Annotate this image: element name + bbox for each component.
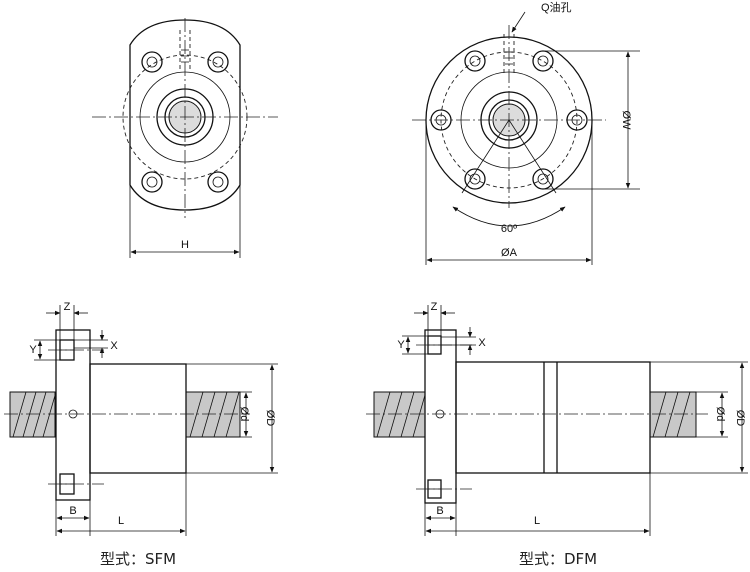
sfm-z-label: Z <box>64 301 71 313</box>
dim-h-label: H <box>181 239 189 251</box>
dim-w-label: ØW <box>620 111 632 131</box>
dfm-d-large-label: ØD <box>734 410 746 427</box>
oil-hole-label: Q油孔 <box>541 0 572 14</box>
sfm-y-label: Y <box>29 344 37 356</box>
sfm-d-large-label: ØD <box>264 410 276 427</box>
dfm-z-label: Z <box>431 301 438 313</box>
sfm-caption: 型式：SFM <box>100 550 176 568</box>
dfm-caption: 型式：DFM <box>519 550 597 568</box>
sfm-b-label: B <box>69 505 76 517</box>
sfm-x-label: X <box>110 340 118 352</box>
sfm-front-view: H <box>92 18 278 258</box>
sfm-d-small-label: Ød <box>238 407 250 422</box>
dfm-x-label: X <box>478 337 486 349</box>
dfm-d-small-label: Ød <box>714 407 726 422</box>
dfm-b-label: B <box>436 505 443 517</box>
dfm-l-label: L <box>534 515 540 527</box>
sfm-side-view: Z Y X Ød ØD B L <box>4 301 278 536</box>
angle-label: 60º <box>501 223 517 235</box>
dfm-side-view: Z Y X Ød ØD B L <box>366 301 748 536</box>
dim-a-label: ØA <box>501 247 518 259</box>
sfm-l-label: L <box>118 515 124 527</box>
dfm-y-label: Y <box>397 339 405 351</box>
dfm-front-view: 60º Q油孔 ØW ØA <box>412 0 640 265</box>
